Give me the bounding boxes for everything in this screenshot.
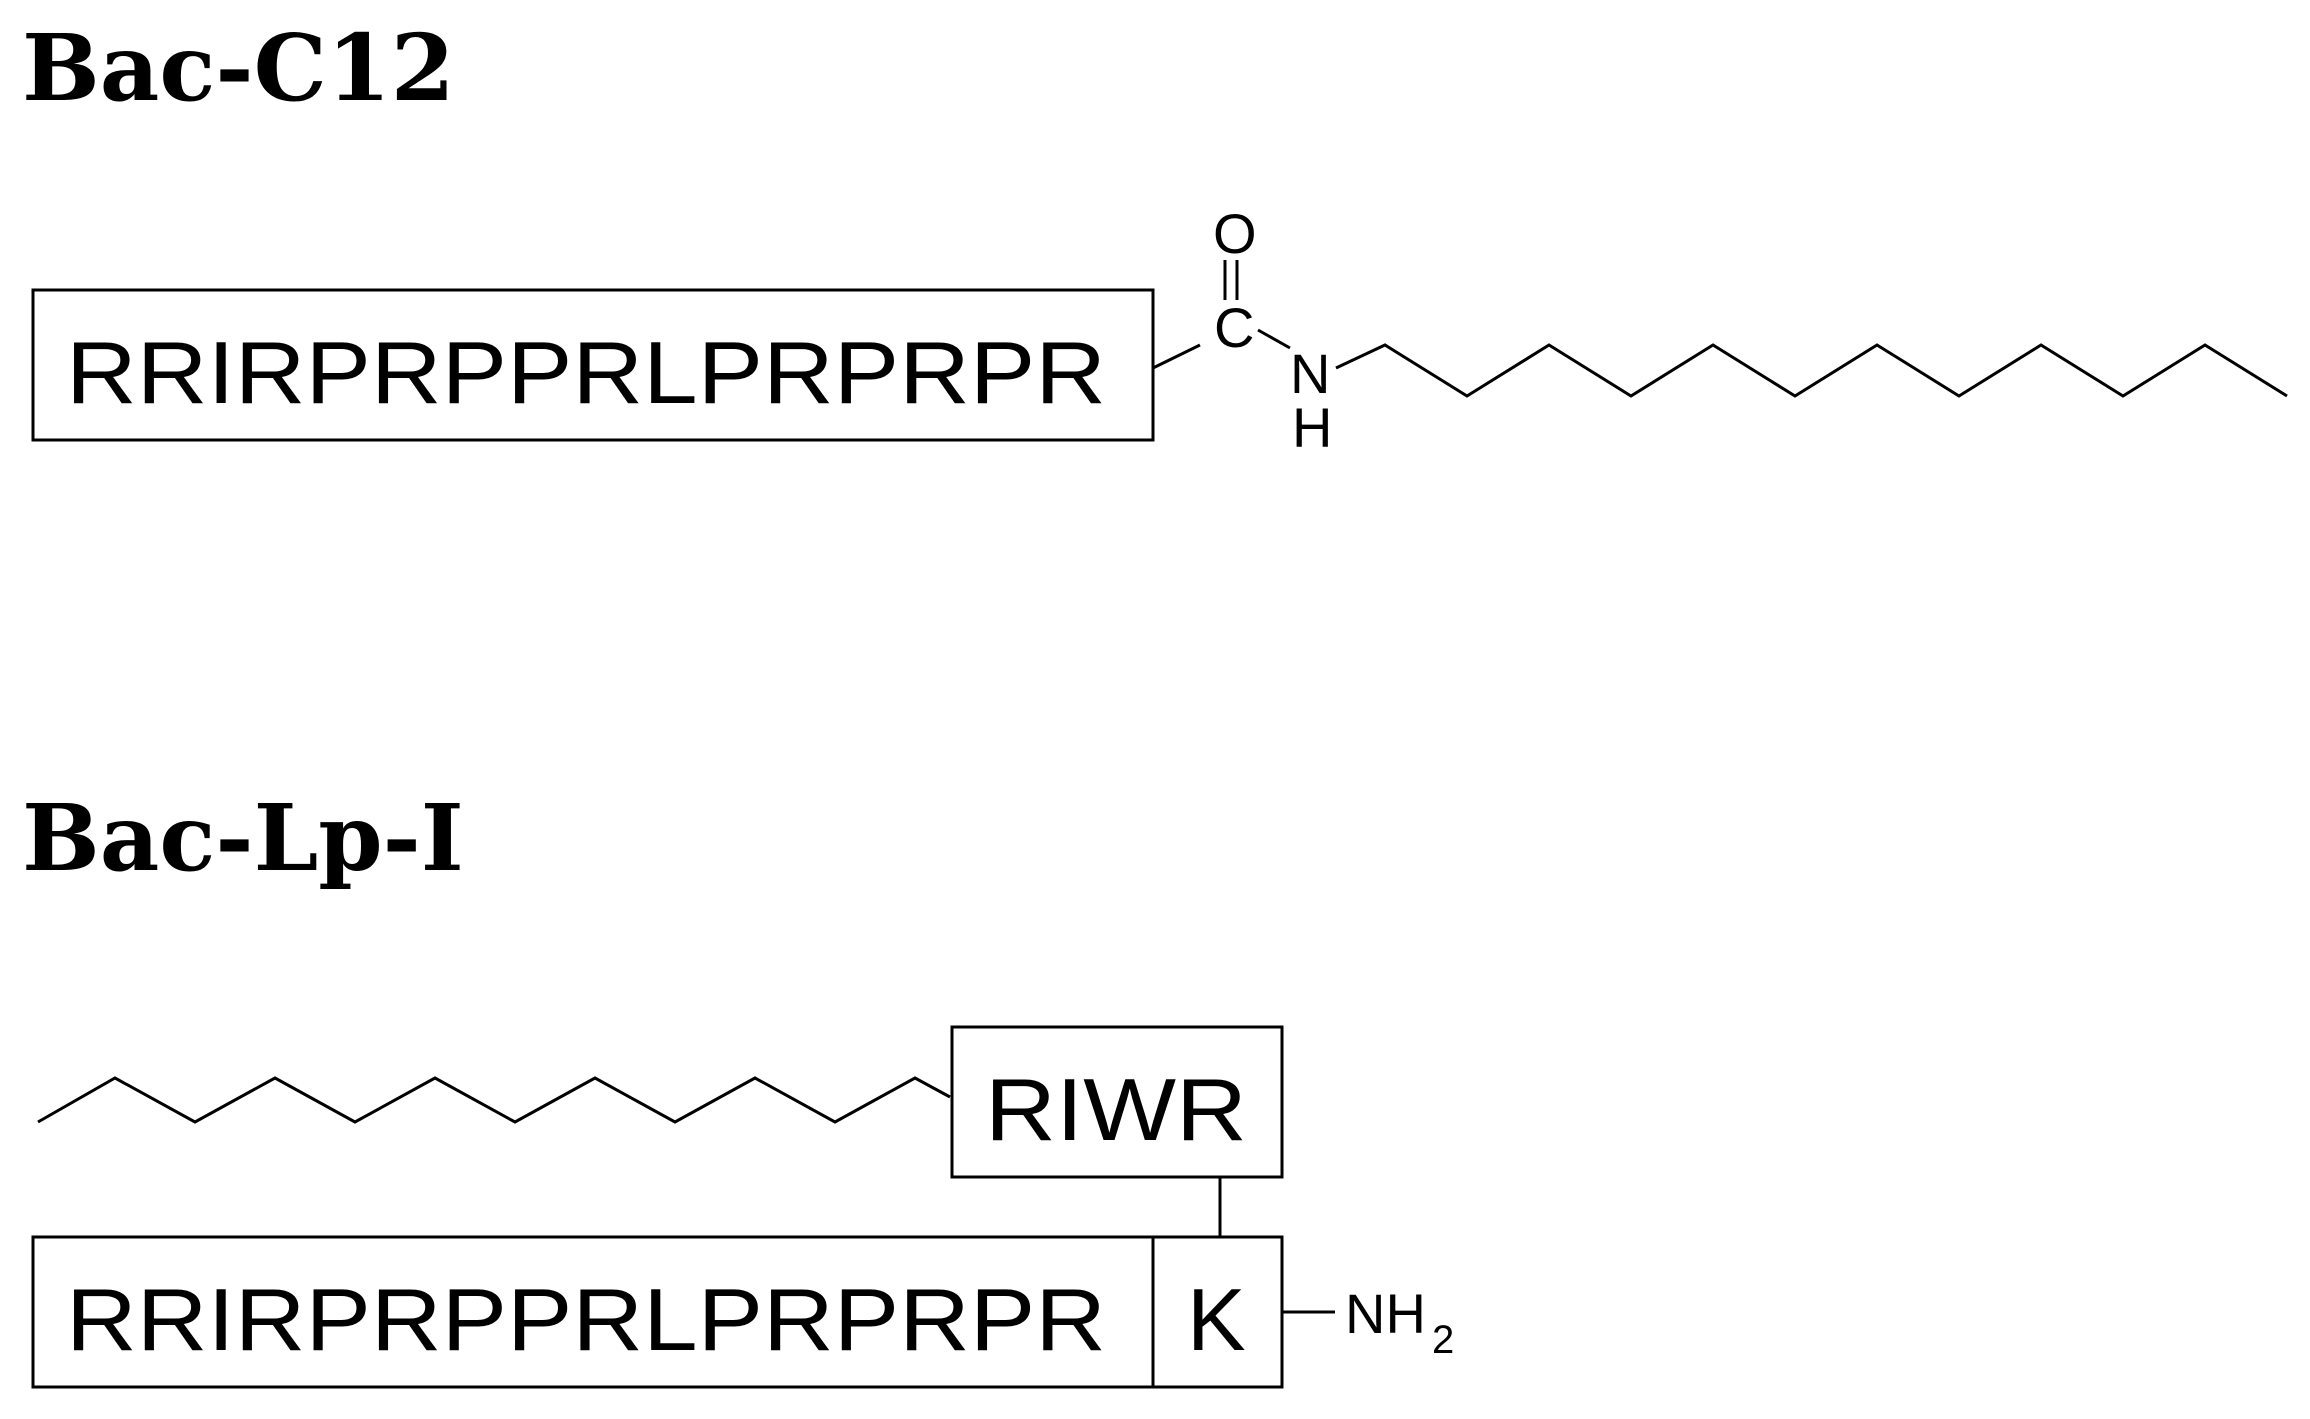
- lipid-alkyl-chain: [37, 1076, 951, 1124]
- c-terminus-subscript: 2: [1432, 1318, 1454, 1362]
- bac-lp-i-structure: Bac-Lp-I RIWR RRIRPRPPRLPRPRPR K NH 2: [22, 784, 1454, 1389]
- riwr-branch-box: [950, 1025, 1284, 1179]
- bac-lp-i-peptide-sequence: RRIRPRPPRLPRPRPR: [66, 1270, 1106, 1369]
- riwr-branch-sequence: RIWR: [985, 1060, 1247, 1159]
- bac-lp-i-title: Bac-Lp-I: [22, 784, 464, 892]
- carbonyl-carbon-label: C: [1214, 296, 1254, 359]
- carbonyl-oxygen-label: O: [1213, 202, 1257, 265]
- c12-alkyl-chain: [1335, 343, 2288, 398]
- amide-hydrogen-label: H: [1292, 396, 1332, 459]
- bac-c12-structure: Bac-C12 RRIRPRPPRLPRPRPR C O N H: [22, 14, 2288, 459]
- bac-c12-title: Bac-C12: [22, 14, 455, 122]
- c-terminus-amine-label: NH: [1345, 1282, 1426, 1345]
- peptide-carbonyl-bond: [1152, 343, 1201, 370]
- bac-c12-peptide-sequence: RRIRPRPPRLPRPRPR: [66, 323, 1106, 422]
- carbonyl-amide-bond: [1257, 328, 1291, 350]
- lysine-label: K: [1187, 1270, 1246, 1369]
- amide-nitrogen-label: N: [1290, 342, 1330, 405]
- bac-c12-peptide-box: [31, 288, 1155, 442]
